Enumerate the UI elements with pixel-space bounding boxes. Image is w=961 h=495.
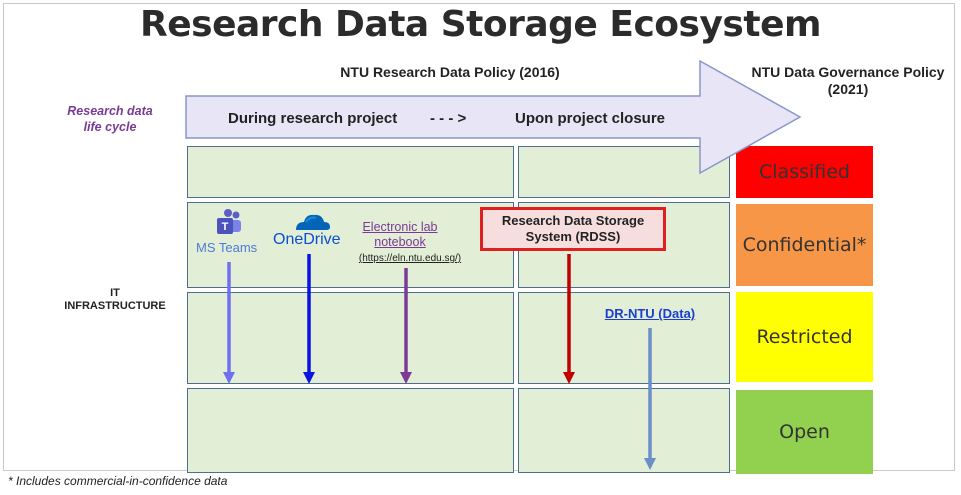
level-classified-label: Classified (759, 161, 850, 183)
rdss-box: Research Data Storage System (RDSS) (480, 207, 666, 251)
onedrive-label: OneDrive (273, 231, 341, 248)
grid-cell-r1-c1 (187, 146, 514, 198)
level-restricted: Restricted (736, 292, 873, 382)
rdss-line1: Research Data Storage (501, 213, 645, 228)
eln-link-line1: Electronic lab (362, 220, 438, 234)
onedrive-arrowhead (303, 372, 315, 384)
it-infrastructure-line1: IT (110, 287, 120, 299)
level-confidential-label: Confidential* (742, 234, 867, 256)
governance-policy-label: NTU Data Governance Policy (2021) (738, 64, 958, 98)
lifecycle-after-label: Upon project closure (515, 110, 666, 127)
grid-cell-r2-c1 (187, 202, 514, 288)
lifecycle-label-line1: Research data (67, 104, 153, 118)
level-open: Open (736, 390, 873, 474)
grid-cell-r4-c2 (518, 388, 730, 473)
lifecycle-arrow (185, 59, 802, 175)
governance-policy-line2: (2021) (827, 81, 869, 97)
ms-teams-icon: T (217, 209, 241, 234)
ms-teams-arrowhead (223, 372, 235, 384)
page-title: Research Data Storage Ecosystem (140, 4, 822, 45)
level-open-label: Open (779, 421, 830, 443)
drntu-arrowhead (644, 458, 656, 470)
level-restricted-label: Restricted (756, 326, 853, 348)
grid-cell-r1-c2 (518, 146, 730, 198)
level-classified: Classified (736, 146, 873, 198)
onedrive-icon (296, 214, 330, 230)
it-infrastructure-line2: INFRASTRUCTURE (64, 300, 166, 312)
eln-url-link[interactable]: (https://eln.ntu.edu.sg/) (358, 253, 462, 264)
it-infrastructure-label: IT INFRASTRUCTURE (30, 287, 200, 313)
research-data-policy-label: NTU Research Data Policy (2016) (340, 64, 560, 80)
grid-cell-r4-c1 (187, 388, 514, 473)
eln-link[interactable]: Electronic lab notebook (340, 220, 460, 250)
rdss-arrowhead (563, 372, 575, 384)
governance-policy-line1: NTU Data Governance Policy (751, 64, 945, 80)
eln-arrowhead (400, 372, 412, 384)
eln-link-line2: notebook (374, 235, 426, 249)
grid-cell-r3-c1 (187, 292, 514, 384)
ms-teams-label: MS Teams (196, 240, 258, 255)
grid-cell-r3-c2 (518, 292, 730, 384)
level-confidential: Confidential* (736, 204, 873, 286)
lifecycle-label: Research data life cycle (40, 103, 180, 135)
drntu-link[interactable]: DR-NTU (Data) (604, 306, 696, 321)
lifecycle-label-line2: life cycle (83, 120, 137, 134)
lifecycle-during-label: During research project (228, 110, 398, 127)
lifecycle-separator: - - - > (430, 110, 467, 127)
footnote: * Includes commercial-in-confidence data (8, 474, 228, 488)
svg-text:T: T (222, 221, 229, 233)
rdss-line2: System (RDSS) (525, 229, 621, 244)
